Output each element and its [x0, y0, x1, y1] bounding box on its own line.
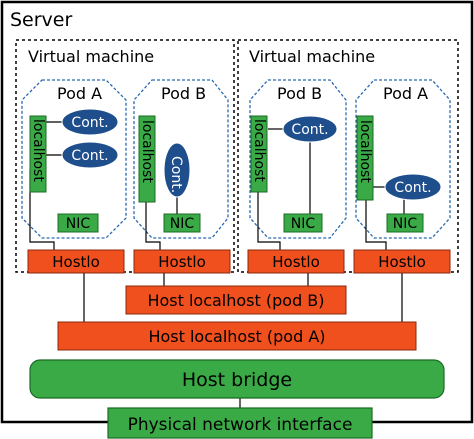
container-vm1-pod-a-1: [61, 108, 119, 136]
pod-a-vm1-label: Pod A: [57, 84, 102, 103]
nic-vm2-pod-b: [283, 213, 323, 233]
localhost-label-vm2-pod-a: localhost: [357, 120, 373, 183]
pod-a-vm2-label: Pod A: [383, 84, 428, 103]
container-vm1-pod-b: [163, 142, 191, 198]
pod-b-vm2-outline: [249, 79, 347, 239]
server-label: Server: [10, 9, 72, 31]
pod-b-vm1-label: Pod B: [161, 84, 206, 103]
container-label-vm1-pod-a-2: Cont.: [71, 148, 108, 164]
hostlo-vm2-pod-a: [353, 249, 451, 274]
pod-b-vm2-label: Pod B: [277, 84, 322, 103]
hostlo-label-vm1-pod-b: Hostlo: [158, 253, 206, 271]
vm2-label: Virtual machine: [249, 47, 375, 66]
nic-label-vm1-pod-a: NIC: [66, 216, 91, 232]
hostlo-vm1-pod-b: [133, 249, 231, 274]
vm1-frame: [15, 39, 235, 273]
nic-label-vm2-pod-b: NIC: [291, 216, 316, 232]
nic-vm2-pod-a: [386, 213, 424, 233]
localhost-label-vm2-pod-b: localhost: [251, 119, 267, 182]
host-bridge: [29, 359, 445, 399]
physical-network-interface-label: Physical network interface: [128, 415, 353, 435]
localhost-label-vm1-pod-b: localhost: [139, 120, 155, 183]
nic-vm1-pod-b: [163, 213, 201, 233]
container-label-vm1-pod-a-1: Cont.: [71, 115, 108, 131]
hostlo-vm2-pod-b: [247, 249, 345, 274]
hostlo-label-vm2-pod-b: Hostlo: [272, 253, 320, 271]
connector-lines: [29, 121, 405, 408]
host-bridge-label: Host bridge: [182, 369, 292, 391]
localhost-label-vm1-pod-a: localhost: [30, 119, 46, 182]
host-localhost-pod-b-label: Host localhost (pod B): [147, 291, 324, 310]
host-localhost-pod-a-label: Host localhost (pod A): [148, 327, 325, 346]
hostlo-label-vm2-pod-a: Hostlo: [378, 253, 426, 271]
localhost-bar-vm2-pod-b: [250, 115, 268, 193]
container-label-vm1-pod-b: Cont.: [168, 156, 184, 193]
vm1-label: Virtual machine: [28, 47, 154, 66]
localhost-bar-vm2-pod-a: [356, 115, 374, 201]
pod-a-vm2-outline: [355, 79, 451, 239]
container-label-vm2-pod-a: Cont.: [394, 180, 431, 196]
localhost-bar-vm1-pod-b: [138, 115, 156, 203]
host-localhost-pod-b: [125, 285, 347, 315]
physical-network-interface: [107, 407, 373, 439]
nic-label-vm2-pod-a: NIC: [393, 216, 418, 232]
container-label-vm2-pod-b: Cont.: [291, 122, 328, 138]
container-vm2-pod-a: [384, 173, 442, 201]
localhost-bar-vm1-pod-a: [29, 115, 47, 193]
nic-vm1-pod-a: [57, 213, 99, 233]
hostlo-label-vm1-pod-a: Hostlo: [52, 253, 100, 271]
hostlo-vm1-pod-a: [27, 249, 125, 274]
nic-label-vm1-pod-b: NIC: [170, 216, 195, 232]
host-localhost-pod-a: [57, 321, 417, 351]
container-vm2-pod-b: [282, 115, 338, 143]
vm2-frame: [237, 39, 459, 273]
container-vm1-pod-a-2: [61, 141, 119, 169]
